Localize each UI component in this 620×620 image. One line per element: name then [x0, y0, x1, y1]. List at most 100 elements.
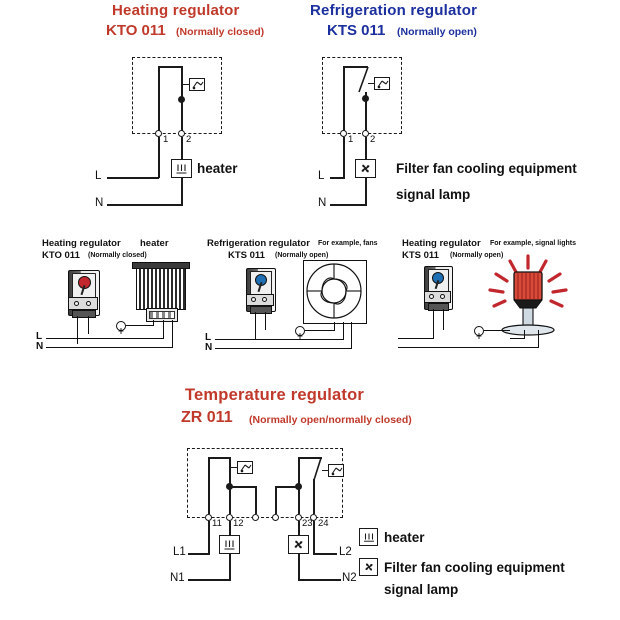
kts-wire-fan-top [365, 137, 367, 161]
photo1-code: KTO 011 [42, 250, 80, 261]
kto-title: Heating regulator [112, 2, 240, 19]
photo2-note: (Normally open) [275, 252, 329, 259]
zr-right-node-branch [275, 486, 299, 488]
zr-terminal-12-label: 12 [233, 518, 244, 529]
kts-terminal-1-label: 1 [348, 134, 354, 145]
photo1-wire-L [46, 338, 164, 340]
photo3-wire-c-h [510, 338, 525, 340]
photo2-wire-a [255, 312, 257, 340]
photo3-title: Heating regulator [402, 238, 481, 249]
zr-terminal-11 [205, 514, 212, 521]
zr-terminal-unlabeled-b [272, 514, 279, 521]
zr-wire-left-rail [208, 457, 230, 459]
kts-label-N: N [318, 197, 327, 209]
zr-wire-N1-vert [229, 553, 231, 580]
kts-load-label-1: Filter fan cooling equipment [396, 161, 577, 176]
zr-terminal-12 [226, 514, 233, 521]
kts-wire-right-vert [365, 92, 367, 134]
kts-terminal-2-label: 2 [370, 134, 376, 145]
zr-left-thermo-stem [231, 467, 238, 469]
zr-right-blade [313, 457, 322, 481]
zr-wire-24-vert [313, 479, 315, 514]
kts-thermo-stem [368, 83, 375, 85]
zr-terminal-24 [310, 514, 317, 521]
zr-wire-N2-horz [298, 579, 341, 581]
photo1-reg-dot-b [86, 301, 91, 306]
photo3-reg-dot-a [429, 294, 434, 299]
photo1-wire-N [46, 347, 173, 349]
thermostat-icon [374, 77, 390, 90]
kto-wire-left-vert [158, 66, 160, 134]
photo1-wire-earth [126, 325, 154, 327]
photo1-reg-dot-a [74, 301, 79, 306]
kto-heater-label: heater [197, 161, 238, 176]
zr-wire-11-vert [208, 457, 210, 514]
kto-label-L: L [95, 170, 102, 182]
photo2-wire-earth-v [334, 322, 336, 331]
photo2-fan-blades [306, 263, 362, 319]
thermostat-icon [189, 78, 205, 91]
kts-note: (Normally open) [397, 26, 477, 38]
zr-code: ZR 011 [181, 409, 233, 426]
fan-icon [288, 535, 309, 554]
legend-heater-label: heater [384, 530, 425, 545]
legend-fan-label: Filter fan cooling equipment [384, 560, 565, 575]
photo1-regulator-base [68, 297, 98, 310]
photo-block-heating-kto011: Heating regulator heater KTO 011 (Normal… [36, 238, 211, 368]
photo3-note: (Normally open) [450, 252, 504, 259]
zr-enclosure [187, 448, 343, 518]
zr-terminal-23-label: 23 [302, 518, 313, 529]
section-zr011: Temperature regulator ZR 011 (Normally o… [0, 378, 620, 620]
kts-junction-node [362, 95, 369, 102]
photo3-knob [432, 272, 444, 284]
kto-wire-L-horz [107, 177, 159, 179]
photo2-reg-dot-b [262, 297, 267, 302]
photo-block-refrigeration-kts011: Refrigeration regulator For example, fan… [203, 238, 388, 368]
photo2-earth-icon [295, 326, 305, 339]
legend-fan-icon [359, 558, 378, 576]
kts-wire-N-horz [330, 204, 367, 206]
zr-left-node-branch [229, 486, 256, 488]
kto-wire-right-vert [181, 90, 183, 134]
photo-block-heating-kts011: Heating regulator For example, signal li… [398, 238, 613, 368]
kto-enclosure [132, 57, 222, 134]
kts-wire-N-vert [365, 177, 367, 205]
heater-icon [219, 535, 240, 554]
kto-terminal-2 [178, 130, 185, 137]
photo2-wire-N [215, 348, 352, 350]
photo1-note: (Normally closed) [88, 252, 147, 259]
kto-junction-node [178, 96, 185, 103]
photo2-label-N: N [205, 342, 213, 353]
photo1-heater-term-dots [149, 311, 175, 319]
zr-right-thermo-stem [322, 470, 329, 472]
photo1-wire-b [88, 316, 90, 334]
photo2-wire-d [351, 322, 353, 349]
photo3-wire-earth [484, 330, 510, 332]
zr-terminal-unlabeled-a [252, 514, 259, 521]
photo3-device: For example, signal lights [490, 240, 576, 247]
zr-wire-fan-top [298, 521, 300, 537]
zr-left-blade [229, 457, 231, 477]
photo2-wire-earth [305, 330, 335, 332]
photo1-wire-a [77, 316, 79, 344]
kto-wire-heater-top [181, 137, 183, 161]
photo3-wire-N [398, 347, 539, 349]
zr-wire-L2-horz [313, 553, 337, 555]
zr-wire-L1-horz [188, 553, 210, 555]
kts-label-L: L [318, 170, 325, 182]
zr-wire-L1-vert [208, 521, 210, 554]
photo1-label-L: L [36, 331, 43, 342]
photo2-reg-dot-a [251, 297, 256, 302]
kto-contact-blade [181, 66, 183, 90]
section-kts011: Refrigeration regulator KTS 011 (Normall… [300, 0, 620, 225]
kto-note: (Normally closed) [176, 26, 265, 38]
section-kto011: Heating regulator KTO 011 (Normally clos… [0, 0, 310, 225]
kts-wire-L-horz [330, 177, 345, 179]
photo2-code: KTS 011 [228, 250, 265, 261]
photo2-device: For example, fans [318, 240, 378, 247]
thermostat-icon [328, 464, 344, 477]
kto-code: KTO 011 [106, 22, 166, 39]
photo3-reg-terminal-block [428, 303, 449, 311]
kts-wire-left-vert [343, 66, 345, 134]
kts-load-label-2: signal lamp [396, 187, 471, 202]
